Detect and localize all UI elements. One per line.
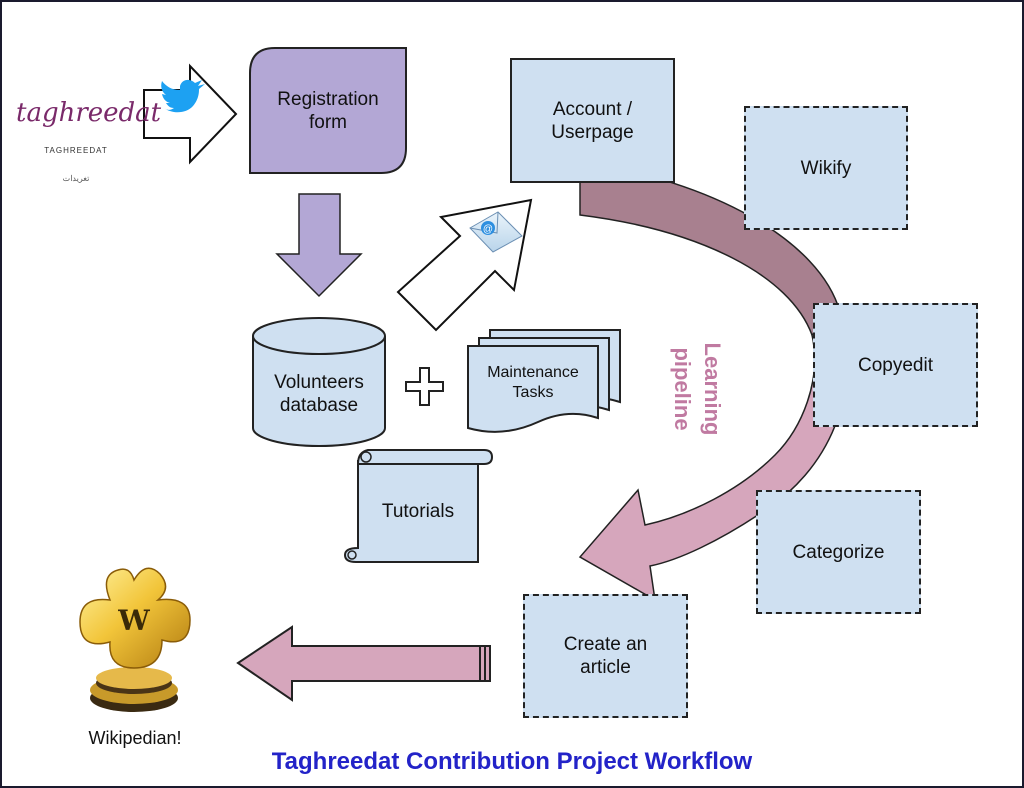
pipeline-arrow-lower: [578, 310, 848, 602]
registration-form-label: Registration form: [277, 88, 379, 133]
twitter-bird-icon: [161, 79, 205, 113]
logo-arabic: تغريدات: [62, 174, 90, 183]
logo-latin: TAGHREEDAT: [44, 146, 108, 155]
volunteers-database-label: Volunteers database: [274, 372, 364, 416]
wikipedian-label: Wikipedian!: [88, 728, 182, 748]
svg-text:@: @: [483, 224, 493, 235]
registration-form-shape: [249, 47, 407, 174]
puzzle-trophy-icon: [79, 567, 191, 712]
volunteers-database-shape: [252, 317, 386, 447]
up-right-arrow: [396, 198, 533, 332]
tutorials-label: Tutorials: [381, 500, 455, 522]
maintenance-tasks-label: Maintenance Tasks: [487, 364, 579, 401]
envelope-icon: @: [469, 211, 523, 253]
maintenance-tasks-shape: [467, 329, 621, 433]
categorize-box: Categorize: [756, 490, 921, 614]
plus-icon: [405, 367, 444, 406]
learning-pipeline-label: Learning pipeline: [670, 342, 725, 436]
arrow-to-trophy: [236, 625, 491, 702]
diagram-title: Taghreedat Contribution Project Workflow: [271, 748, 753, 775]
create-article-box: Create an article: [523, 594, 688, 718]
tutorials-scroll-shape: [343, 449, 494, 563]
wikify-box: Wikify: [744, 106, 908, 230]
down-arrow: [275, 193, 363, 298]
copyedit-box: Copyedit: [813, 303, 978, 427]
account-userpage-box: Account / Userpage: [510, 58, 675, 183]
logo-wordmark: taghreedat: [16, 98, 162, 128]
trophy-letter: W: [118, 604, 150, 637]
taghreedat-logo: taghreedat TAGHREEDAT تغريدات: [16, 80, 162, 202]
